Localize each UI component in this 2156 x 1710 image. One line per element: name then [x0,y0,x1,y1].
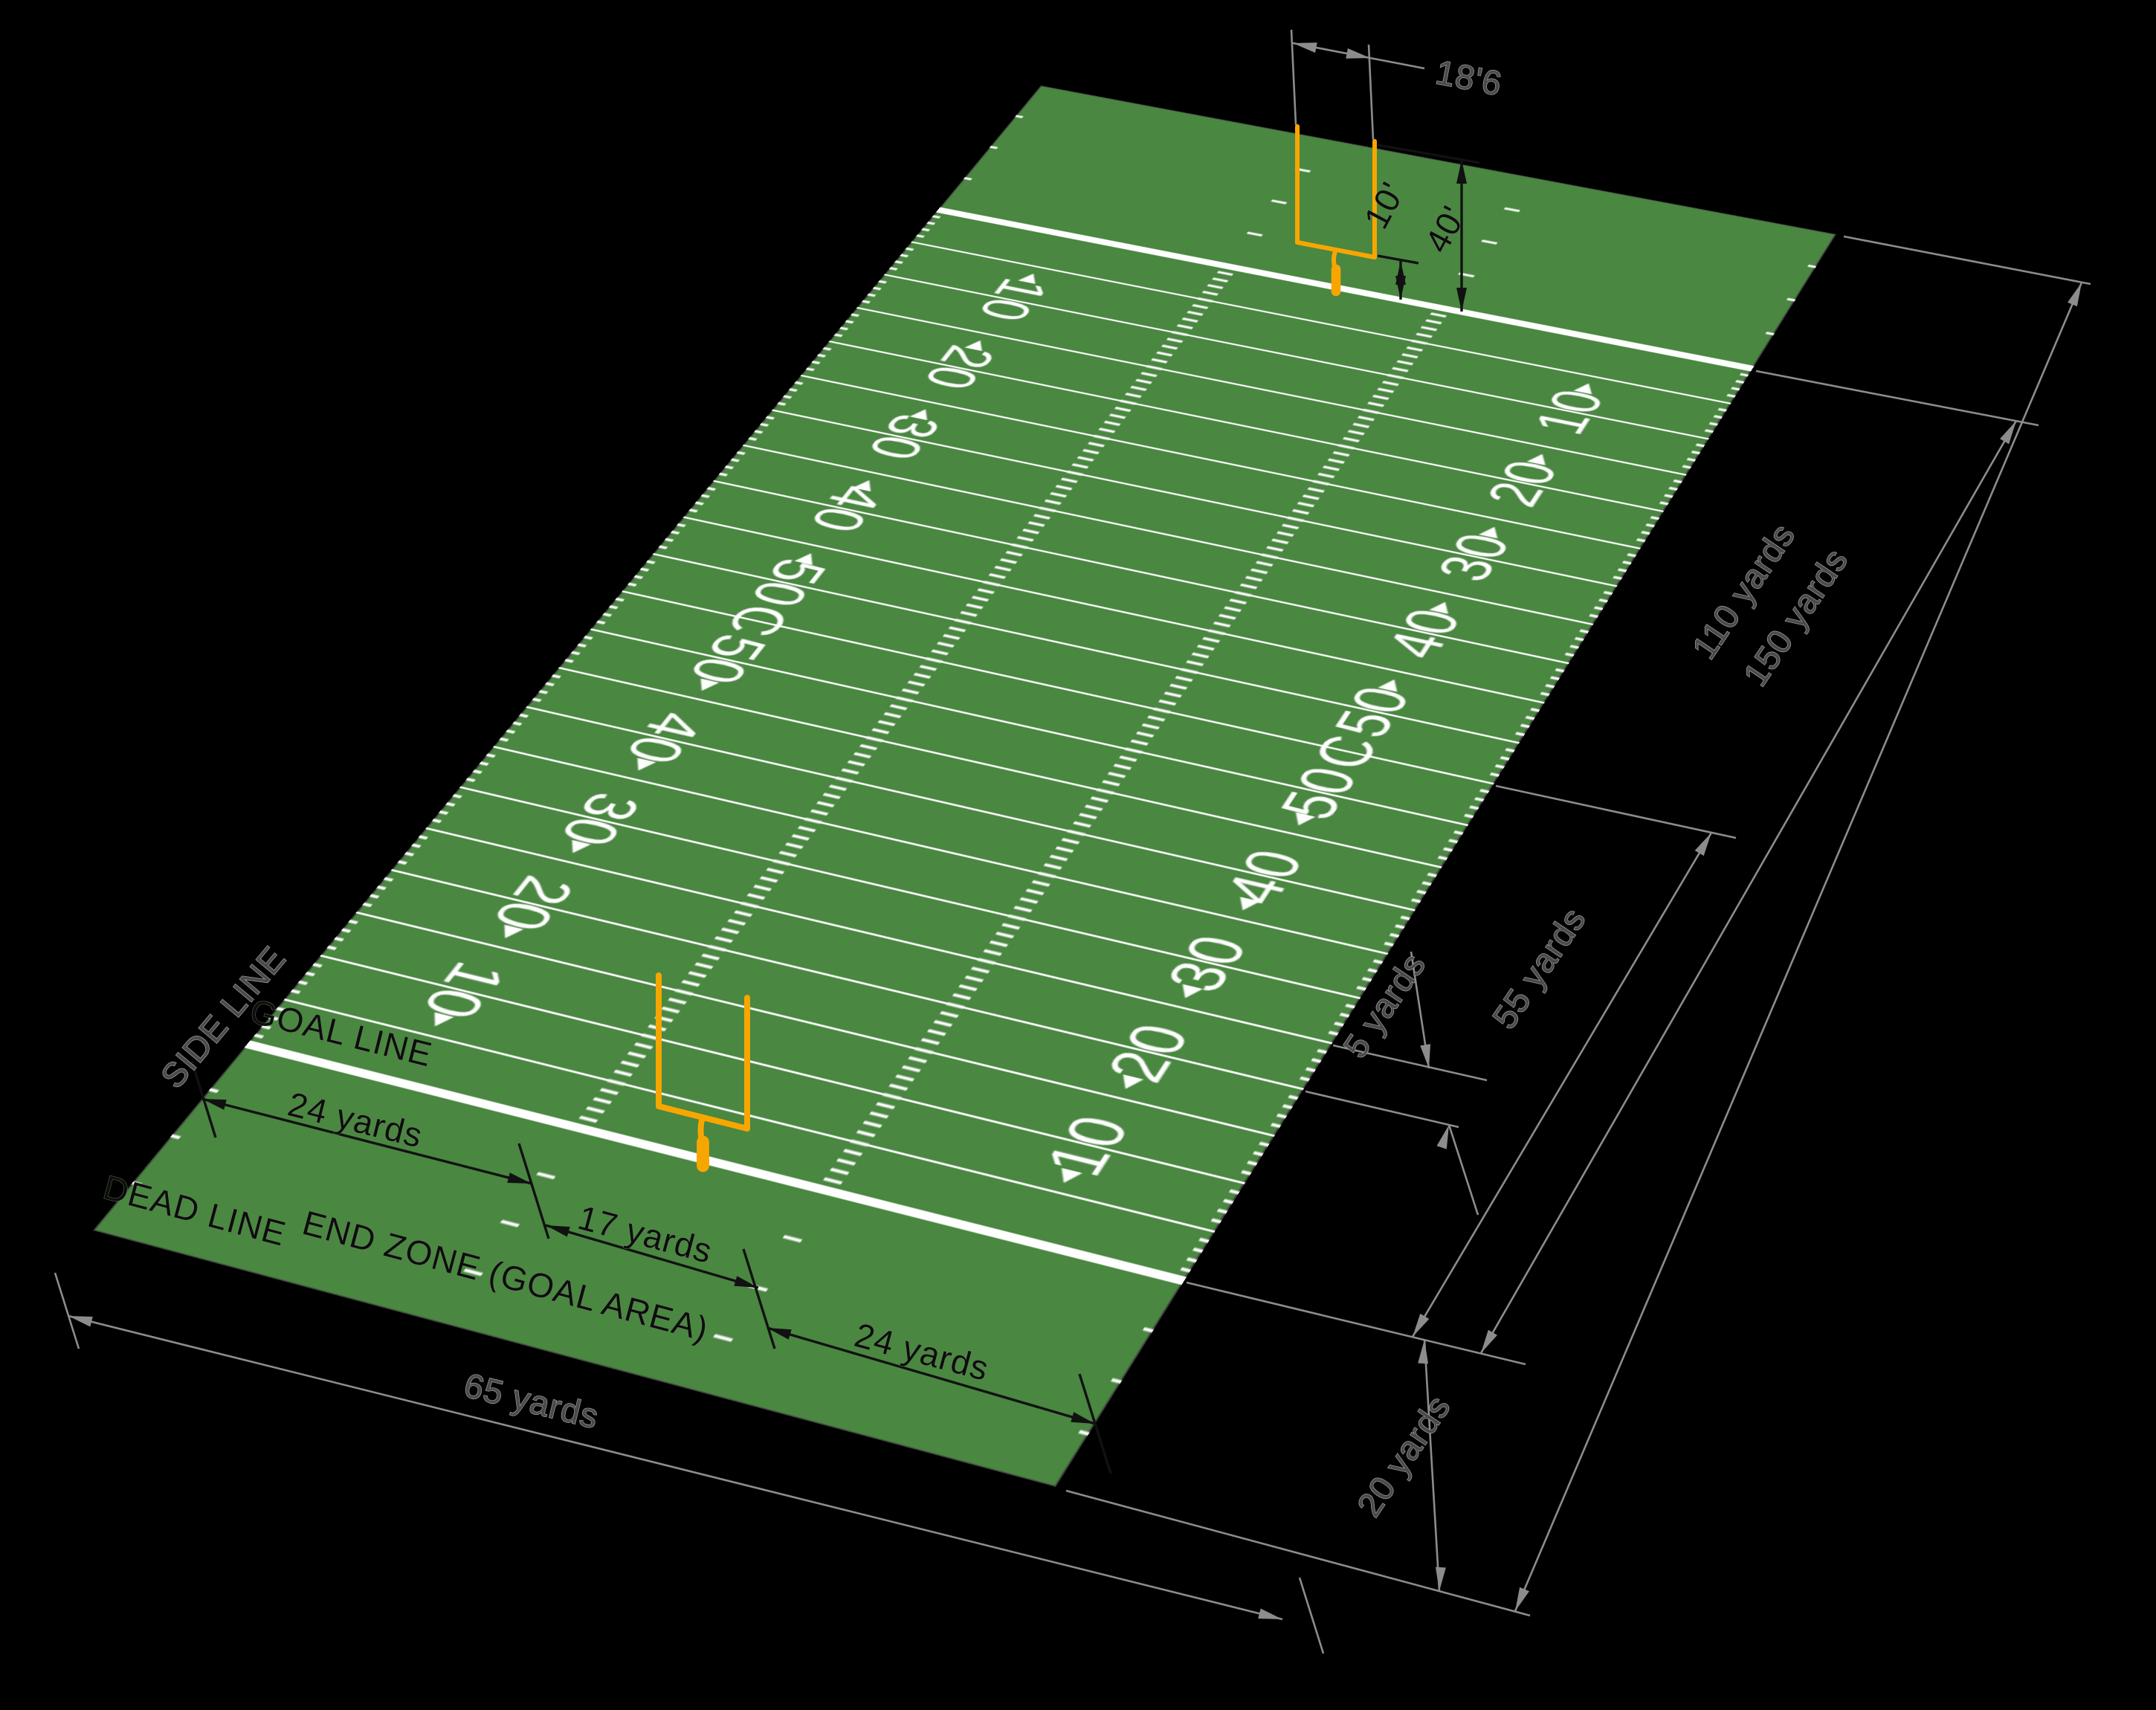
extension-tick [742,1248,776,1349]
dimension-line [1423,1339,1441,1592]
dim-24-yards-left-label: 24 yards [284,1084,427,1155]
dim-18ft6-label: 18'6 [1433,52,1505,103]
goalpost-near [656,972,750,1172]
dimension-line [1514,282,2083,1612]
extension-line [1290,29,1297,126]
dimension-arrow [1258,1608,1282,1619]
dim-20-yards-label: 20 yards [1349,1388,1458,1523]
extension-line [1332,1044,1488,1082]
dimension-arrow [1293,42,1317,53]
dimension-arrow [1456,288,1467,312]
dim-40ft-label: 40' [1417,199,1473,259]
extension-line [1843,235,2091,285]
extension-line [1377,254,1419,265]
dimension-arrow [68,1316,93,1327]
extension-line [1065,1489,1531,1617]
dimension-line [545,1224,759,1289]
goalpost-crossbar [656,1103,750,1132]
dimension-arrow [2000,421,2016,445]
dimension-arrow [1436,1125,1449,1149]
dimension-arrow [2068,283,2082,307]
dimension-arrow [202,1099,227,1110]
dimension-arrow [1418,1340,1429,1364]
dim-10ft-label: 10' [1356,175,1412,235]
extension-tick [517,1143,550,1239]
dimension-arrow [1515,1587,1529,1611]
dimension-line [766,1326,1096,1425]
dimension-line [68,1314,1283,1621]
extension-line [1495,784,1737,839]
dimension-arrow [1071,1412,1095,1424]
goalpost-far [1295,124,1377,297]
extension-line [1186,1281,1526,1366]
dimension-line [201,1097,532,1185]
dimension-line [1447,1124,1479,1216]
field-turf [93,86,1837,1488]
extension-line [1755,370,2039,427]
dim-65-yards-label: 65 yards [460,1365,603,1436]
dim-17-yards-label: 17 yards [574,1198,717,1271]
extension-line [1305,1090,1459,1129]
dimension-line [1411,832,1713,1338]
extension-tick [1298,1577,1325,1654]
dimension-arrow [734,1276,758,1288]
dimension-arrow [1346,48,1370,59]
dead-line-label: DEAD LINE [100,1167,291,1253]
dimension-arrow [507,1172,532,1184]
extension-line [1367,44,1375,141]
goalpost-gooseneck [697,1114,706,1148]
extension-line [1377,143,1480,164]
dimension-line [1479,420,2018,1354]
dimension-arrow [1694,833,1711,856]
dim-24-yards-right-label: 24 yards [851,1315,993,1388]
dimension-arrow [767,1328,792,1340]
dim-55-yards-label: 55 yards [1485,900,1593,1036]
dimension-arrow [1435,1567,1446,1591]
dimension-leader [1369,57,1425,70]
goalpost-crossbar [1295,240,1377,259]
dimension-arrow [1481,1329,1497,1353]
dimension-arrow [1420,1044,1431,1068]
extension-tick [54,1272,80,1349]
dimension-arrow [546,1225,570,1237]
football-field: 10102020303040405050CC505040403030202010… [93,86,1837,1488]
dimension-arrow [1456,160,1467,184]
dimension-arrow [1413,1313,1430,1337]
dimension-arrow [1395,276,1406,300]
goal-line-label: GOAL LINE [246,992,436,1074]
goalpost-gooseneck [1332,248,1338,274]
